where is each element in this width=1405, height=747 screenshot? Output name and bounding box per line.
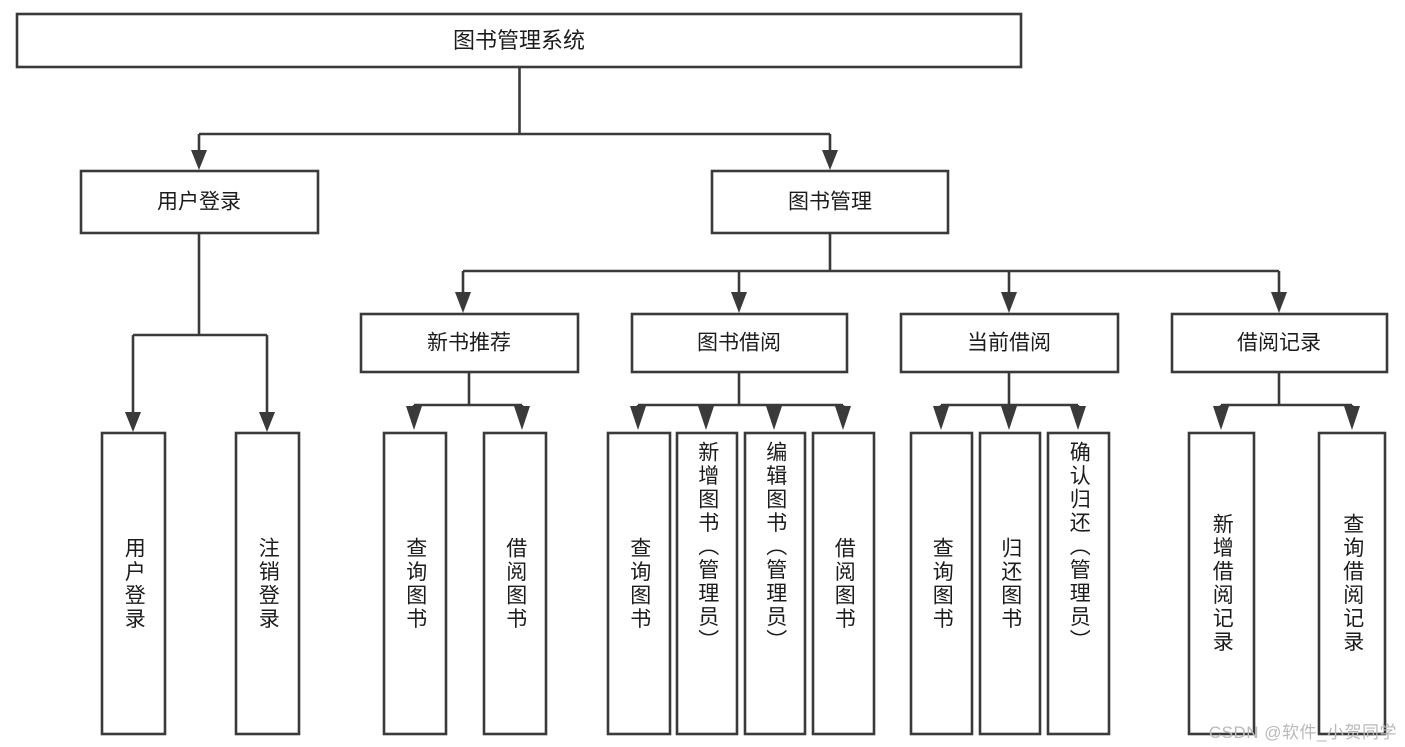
arrow-leaf-current-borrow-2 <box>1001 406 1017 430</box>
node-root[interactable] <box>15 12 1023 69</box>
label-layer: 图书管理系统 用户登录 图书管理 新书推荐 图书借阅 当前借阅 借阅记录 <box>157 28 1321 355</box>
arrow-leaf-book-borrow-4 <box>835 406 851 430</box>
node-user-login[interactable] <box>79 169 320 235</box>
leaf-borrow-record-0[interactable] <box>1187 431 1256 736</box>
node-current-borrow[interactable] <box>899 312 1120 374</box>
node-book-manage-label: 图书管理 <box>788 191 872 214</box>
leaf-book-borrow-2[interactable] <box>743 431 807 736</box>
arrow-leaf-book-borrow-3 <box>766 406 782 430</box>
arrow-leaf-current-borrow-1 <box>933 406 949 430</box>
arrow-leaf-book-borrow-2 <box>698 406 714 430</box>
node-borrow-record-label: 借阅记录 <box>1237 332 1321 355</box>
leaf-book-borrow-3[interactable] <box>811 431 876 736</box>
leaf-book-borrow-0[interactable] <box>606 431 672 736</box>
leaf-current-borrow-2[interactable] <box>1046 431 1111 736</box>
node-book-borrow[interactable] <box>630 312 849 374</box>
arrow-leaf-new-book-1 <box>406 406 422 430</box>
node-user-login-label: 用户登录 <box>157 191 241 214</box>
leaf-book-borrow-1[interactable] <box>675 431 739 736</box>
arrow-to-book-borrow <box>731 292 747 313</box>
node-borrow-record[interactable] <box>1170 312 1389 374</box>
leaf-user-login-1[interactable] <box>234 431 301 736</box>
node-root-label: 图书管理系统 <box>453 28 585 53</box>
leaf-user-login-0[interactable] <box>100 431 167 736</box>
arrow-leaf-current-borrow-3 <box>1070 406 1086 430</box>
arrow-leaf-borrow-record-1 <box>1213 406 1229 430</box>
node-current-borrow-label: 当前借阅 <box>967 332 1051 355</box>
arrow-to-current-borrow <box>1001 292 1017 313</box>
leaf-current-borrow-1[interactable] <box>978 431 1042 736</box>
watermark-text: CSDN @软件_小贺同学 <box>1208 723 1397 742</box>
leaf-borrow-record-1[interactable] <box>1317 431 1387 736</box>
node-book-manage[interactable] <box>710 169 950 235</box>
leaf-new-book-1[interactable] <box>482 431 548 736</box>
arrow-to-borrow-record <box>1271 292 1287 313</box>
arrow-leaf-book-borrow-1 <box>630 406 646 430</box>
arrow-leaf-user-login-1 <box>125 412 141 432</box>
leaf-current-borrow-0[interactable] <box>909 431 974 736</box>
arrow-to-user-login <box>191 150 207 170</box>
node-layer <box>15 12 1389 736</box>
arrow-leaf-new-book-2 <box>514 406 530 430</box>
node-new-book[interactable] <box>359 312 580 374</box>
node-new-book-label: 新书推荐 <box>427 332 511 355</box>
connector-layer <box>125 68 1360 432</box>
arrow-leaf-borrow-record-2 <box>1344 406 1360 430</box>
arrow-to-new-book <box>455 292 471 313</box>
node-book-borrow-label: 图书借阅 <box>697 332 781 355</box>
arrow-to-book-manage <box>822 150 838 170</box>
arrow-leaf-user-login-2 <box>259 412 275 432</box>
leaf-new-book-0[interactable] <box>382 431 448 736</box>
